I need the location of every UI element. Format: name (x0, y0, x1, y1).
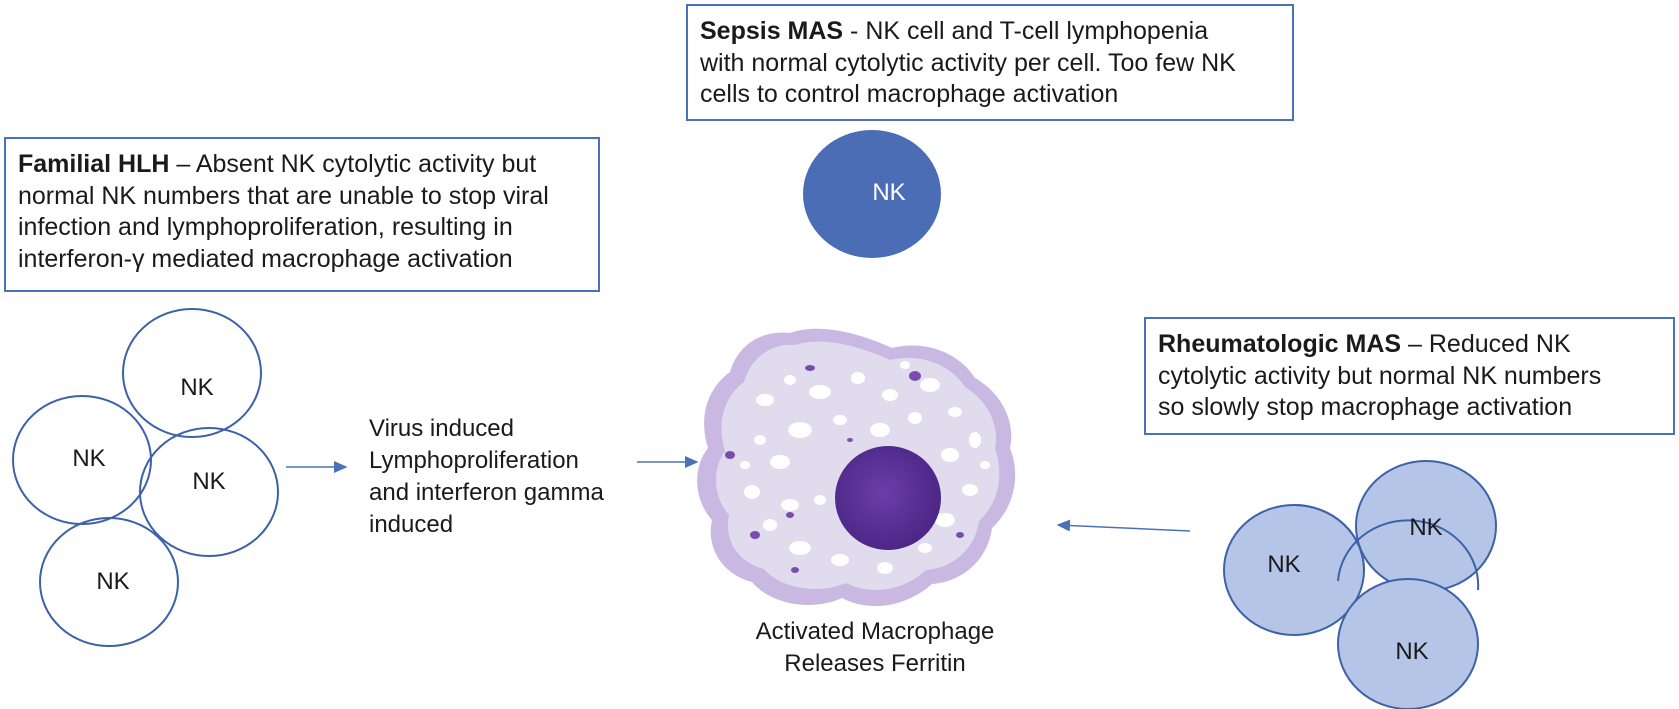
virus-induced-line: and interferon gamma (369, 479, 604, 506)
familial-hlh-line: infection and lymphoproliferation, resul… (18, 213, 513, 241)
familial-hlh-line: normal NK numbers that are unable to sto… (18, 181, 549, 210)
virus-induced-label: Virus induced Lymphoproliferation and in… (369, 413, 604, 541)
virus-induced-line: Lymphoproliferation (369, 447, 579, 474)
macrophage-nucleus (835, 446, 941, 550)
familial-hlh-line: Familial HLH – Absent NK cytolytic activ… (18, 149, 598, 181)
rheumatologic-mas-line: so slowly stop macrophage activation (1158, 393, 1573, 421)
rheumatologic-mas-line: Rheumatologic MAS – Reduced NK (1158, 329, 1673, 361)
rheumatologic-mas-box: Rheumatologic MAS – Reduced NK cytolytic… (1144, 317, 1675, 435)
nk-cell (39, 517, 179, 647)
familial-nk-cluster: NK NK NK NK (12, 308, 279, 647)
virus-induced-line: Virus induced (369, 415, 514, 442)
rheumatologic-nk-cluster: NK NK NK (1223, 460, 1497, 709)
nk-label: NK (1267, 551, 1300, 578)
macrophage-caption-line: Releases Ferritin (784, 650, 966, 677)
macrophage-caption: Activated Macrophage Releases Ferritin (730, 616, 1020, 680)
activated-macrophage (697, 328, 1016, 607)
nk-cell (122, 308, 262, 438)
nk-label: NK (180, 374, 213, 401)
nk-cell (1337, 578, 1479, 709)
nk-cell (803, 130, 941, 258)
familial-hlh-title: Familial HLH (18, 150, 170, 178)
nk-cell (12, 395, 152, 525)
nk-label: NK (1395, 638, 1428, 665)
rheumatologic-mas-title: Rheumatologic MAS (1158, 330, 1402, 358)
sepsis-nk-cell: NK (803, 130, 941, 258)
nk-label: NK (1409, 514, 1442, 541)
sepsis-mas-box: Sepsis MAS - NK cell and T-cell lymphope… (686, 4, 1294, 121)
macrophage-granules (725, 365, 964, 573)
macrophage-vesicles (740, 361, 990, 574)
rheumatologic-mas-text: – Reduced NK (1401, 330, 1571, 358)
sepsis-mas-line: Sepsis MAS - NK cell and T-cell lymphope… (700, 16, 1292, 48)
nk-label: NK (96, 568, 129, 595)
familial-hlh-box: Familial HLH – Absent NK cytolytic activ… (4, 137, 600, 292)
familial-hlh-line: interferon-γ mediated macrophage activat… (18, 244, 513, 273)
rheumatologic-mas-line: cytolytic activity but normal NK numbers (1158, 361, 1602, 390)
nk-label: NK (872, 179, 905, 206)
macrophage-caption-line: Activated Macrophage (755, 618, 995, 645)
nk-label: NK (192, 468, 225, 495)
nk-cell (139, 427, 279, 557)
sepsis-mas-text: - NK cell and T-cell lymphopenia (843, 17, 1209, 45)
virus-induced-line: induced (369, 511, 454, 538)
arrow-rheum-to-macrophage (1056, 519, 1191, 532)
familial-hlh-text: – Absent NK cytolytic activity but (169, 150, 537, 178)
sepsis-mas-line: cells to control macrophage activation (700, 80, 1119, 108)
sepsis-mas-line: with normal cytolytic activity per cell.… (700, 48, 1236, 77)
sepsis-mas-title: Sepsis MAS (700, 17, 844, 45)
nk-label: NK (72, 445, 105, 472)
